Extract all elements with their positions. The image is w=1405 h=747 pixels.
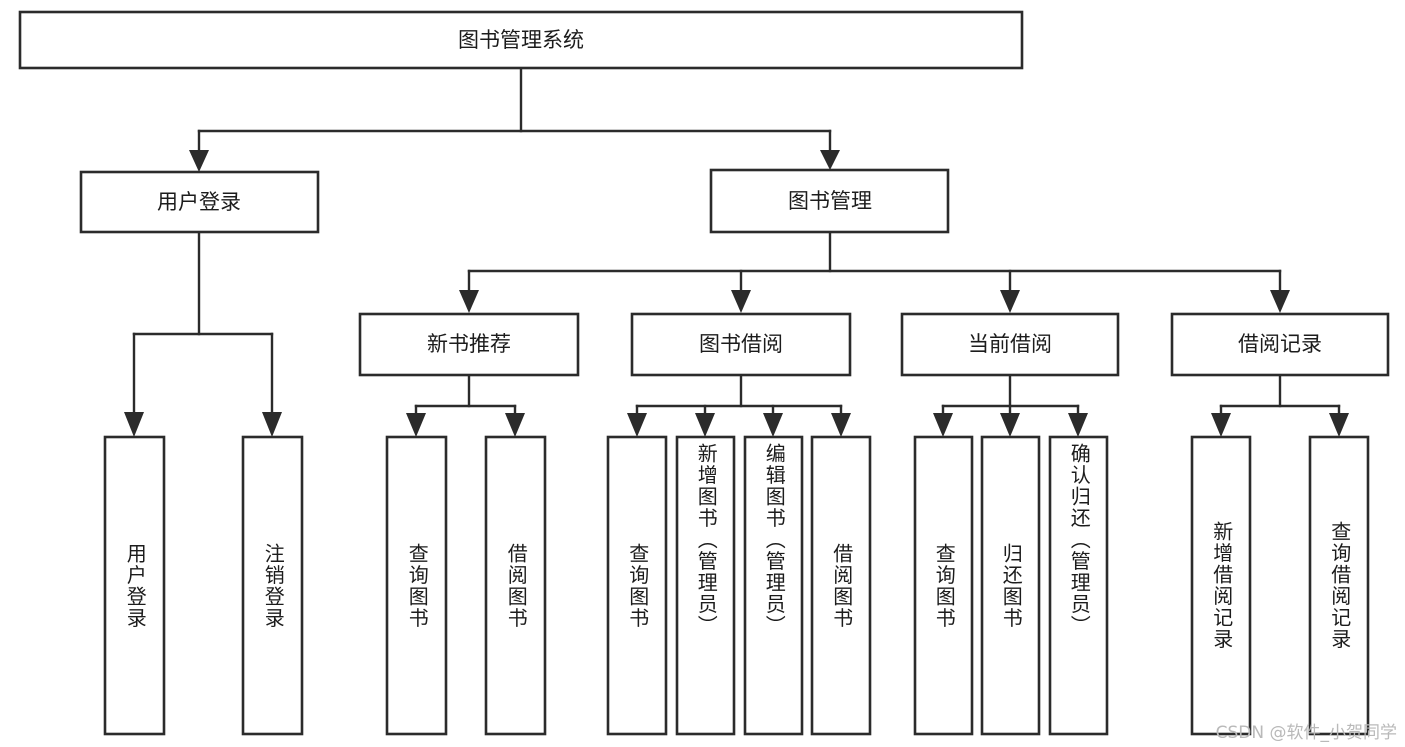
node-leaf-add-book[interactable] — [675, 435, 736, 736]
node-new-book-rec-label: 新书推荐 — [427, 332, 511, 356]
arrow-to-leaf-query-book-3 — [933, 413, 953, 437]
arrow-to-leaf-return-book — [1000, 413, 1020, 437]
arrow-to-leaf-query-book-2 — [627, 413, 647, 437]
arrow-to-leaf-confirm-return — [1068, 413, 1088, 437]
node-new-book-rec[interactable]: 新书推荐 — [358, 312, 580, 377]
node-user-login[interactable]: 用户登录 — [79, 170, 320, 234]
node-leaf-logout[interactable] — [241, 435, 304, 736]
arrow-to-leaf-query-record — [1329, 413, 1349, 437]
node-leaf-query-record[interactable] — [1308, 435, 1370, 736]
arrow-to-book-borrow — [731, 290, 751, 313]
node-user-login-label: 用户登录 — [157, 190, 241, 214]
node-leaf-query-book-3[interactable] — [913, 435, 974, 736]
arrow-to-leaf-borrow-book-1 — [505, 413, 525, 437]
node-current-borrow-label: 当前借阅 — [968, 332, 1052, 356]
node-leaf-borrow-book-2[interactable] — [810, 435, 872, 736]
arrow-to-current-borrow — [1000, 290, 1020, 313]
node-book-manage[interactable]: 图书管理 — [709, 168, 950, 234]
arrow-to-user-login — [189, 150, 209, 172]
node-leaf-query-book-2[interactable] — [606, 435, 668, 736]
node-leaf-confirm-return[interactable] — [1048, 435, 1109, 736]
edges-layer — [124, 66, 1349, 437]
arrow-to-leaf-user-login — [124, 412, 144, 437]
node-root[interactable]: 图书管理系统 — [18, 10, 1024, 70]
arrow-to-leaf-borrow-book-2 — [831, 413, 851, 437]
arrow-to-leaf-edit-book — [763, 413, 783, 437]
node-book-manage-label: 图书管理 — [788, 189, 872, 213]
node-leaf-query-book-1[interactable] — [385, 435, 448, 736]
node-book-borrow-label: 图书借阅 — [699, 332, 783, 356]
node-leaf-return-book[interactable] — [980, 435, 1041, 736]
node-borrow-record[interactable]: 借阅记录 — [1170, 312, 1390, 377]
node-leaf-borrow-book-1[interactable] — [484, 435, 547, 736]
node-leaf-user-login[interactable] — [103, 435, 166, 736]
arrow-to-borrow-record — [1270, 290, 1290, 313]
csdn-watermark: CSDN @软件_小贺同学 — [1215, 723, 1397, 743]
node-root-label: 图书管理系统 — [458, 28, 584, 52]
node-borrow-record-label: 借阅记录 — [1238, 332, 1322, 356]
arrow-to-new-book-rec — [459, 290, 479, 313]
node-leaf-edit-book[interactable] — [743, 435, 804, 736]
node-leaf-add-record[interactable] — [1190, 435, 1252, 736]
arrow-to-leaf-add-record — [1211, 413, 1231, 437]
node-current-borrow[interactable]: 当前借阅 — [900, 312, 1120, 377]
node-book-borrow[interactable]: 图书借阅 — [630, 312, 852, 377]
arrow-to-leaf-logout — [262, 412, 282, 437]
nodes-layer: 图书管理系统 用户登录 图书管理 新书推荐 图书借阅 当前 — [18, 10, 1390, 736]
leaf-boxes-layer — [103, 435, 1370, 736]
arrow-to-leaf-add-book — [695, 413, 715, 437]
arrow-to-leaf-query-book-1 — [406, 413, 426, 437]
arrow-to-book-manage — [820, 150, 840, 170]
